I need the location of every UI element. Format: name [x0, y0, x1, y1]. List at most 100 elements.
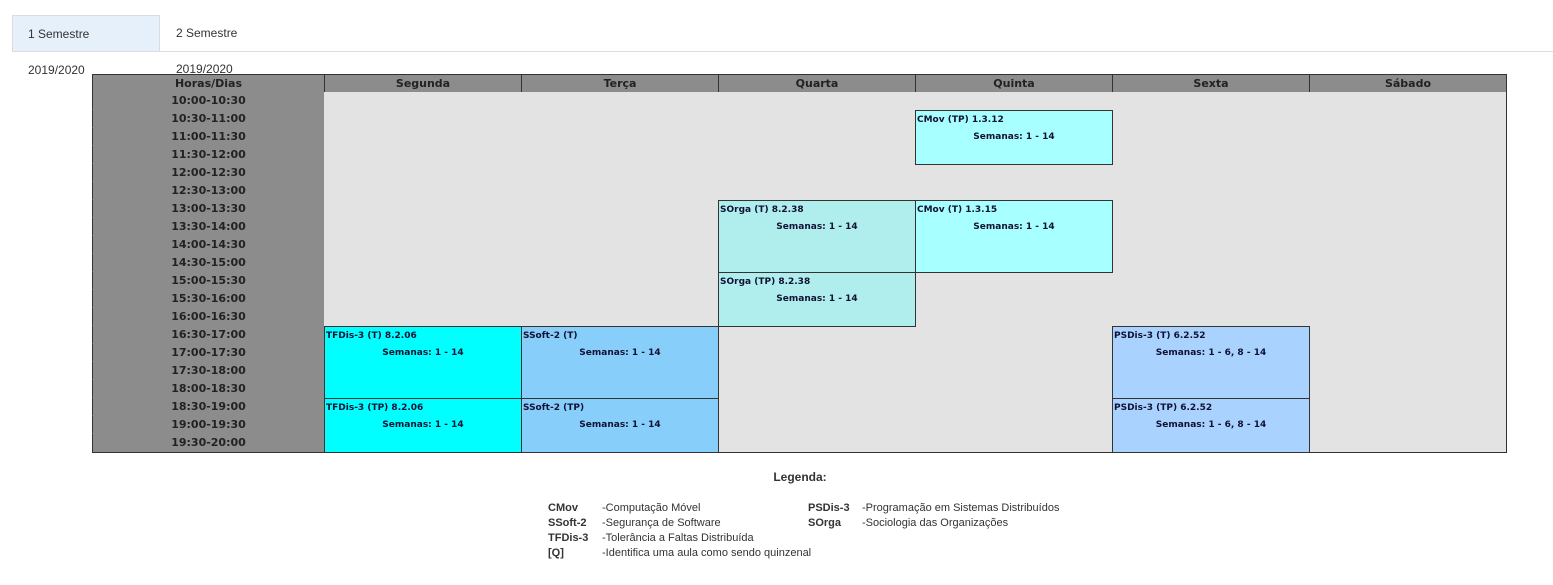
empty-slot[interactable] — [718, 146, 916, 165]
empty-slot[interactable] — [521, 182, 719, 201]
empty-slot[interactable] — [718, 128, 916, 147]
empty-slot[interactable] — [324, 182, 522, 201]
empty-slot[interactable] — [521, 218, 719, 237]
empty-slot[interactable] — [324, 290, 522, 309]
empty-slot[interactable] — [1112, 110, 1310, 129]
empty-slot[interactable] — [915, 380, 1113, 399]
class-block[interactable]: SSoft-2 (T)Semanas: 1 - 14 — [521, 326, 719, 399]
empty-slot[interactable] — [521, 236, 719, 255]
empty-slot[interactable] — [915, 92, 1113, 111]
tab-semester-2[interactable]: 2 Semestre 2019/2020 — [176, 26, 238, 76]
empty-slot[interactable] — [324, 128, 522, 147]
class-block[interactable]: SSoft-2 (TP)Semanas: 1 - 14 — [521, 398, 719, 453]
empty-slot[interactable] — [1309, 362, 1507, 381]
empty-slot[interactable] — [915, 344, 1113, 363]
empty-slot[interactable] — [521, 110, 719, 129]
empty-slot[interactable] — [718, 110, 916, 129]
class-weeks: Semanas: 1 - 14 — [382, 420, 464, 430]
empty-slot[interactable] — [1112, 254, 1310, 273]
empty-slot[interactable] — [1309, 236, 1507, 255]
empty-slot[interactable] — [1309, 128, 1507, 147]
empty-slot[interactable] — [1309, 110, 1507, 129]
empty-slot[interactable] — [915, 308, 1113, 327]
empty-slot[interactable] — [718, 362, 916, 381]
tab-semester-1[interactable]: 1 Semestre 2019/2020 — [12, 15, 160, 77]
empty-slot[interactable] — [521, 146, 719, 165]
empty-slot[interactable] — [1309, 254, 1507, 273]
class-title: CMov (T) 1.3.15 — [917, 205, 998, 215]
empty-slot[interactable] — [915, 416, 1113, 435]
empty-slot[interactable] — [521, 92, 719, 111]
empty-slot[interactable] — [1112, 218, 1310, 237]
empty-slot[interactable] — [324, 200, 522, 219]
empty-slot[interactable] — [1309, 308, 1507, 327]
empty-slot[interactable] — [718, 92, 916, 111]
empty-slot[interactable] — [718, 326, 916, 345]
empty-slot[interactable] — [1309, 290, 1507, 309]
empty-slot[interactable] — [1309, 218, 1507, 237]
empty-slot[interactable] — [1309, 272, 1507, 291]
empty-slot[interactable] — [521, 254, 719, 273]
empty-slot[interactable] — [521, 200, 719, 219]
empty-slot[interactable] — [718, 164, 916, 183]
empty-slot[interactable] — [521, 308, 719, 327]
empty-slot[interactable] — [1112, 272, 1310, 291]
empty-slot[interactable] — [324, 92, 522, 111]
empty-slot[interactable] — [1112, 128, 1310, 147]
empty-slot[interactable] — [718, 182, 916, 201]
empty-slot[interactable] — [1309, 416, 1507, 435]
empty-slot[interactable] — [1309, 398, 1507, 417]
hour-label: 14:00-14:30 — [92, 236, 325, 254]
empty-slot[interactable] — [1309, 344, 1507, 363]
empty-slot[interactable] — [324, 110, 522, 129]
empty-slot[interactable] — [915, 434, 1113, 453]
empty-slot[interactable] — [324, 254, 522, 273]
empty-slot[interactable] — [718, 416, 916, 435]
empty-slot[interactable] — [1112, 146, 1310, 165]
empty-slot[interactable] — [915, 290, 1113, 309]
empty-slot[interactable] — [718, 344, 916, 363]
empty-slot[interactable] — [915, 164, 1113, 183]
empty-slot[interactable] — [1309, 380, 1507, 399]
empty-slot[interactable] — [915, 398, 1113, 417]
empty-slot[interactable] — [1309, 164, 1507, 183]
empty-slot[interactable] — [1112, 200, 1310, 219]
empty-slot[interactable] — [324, 164, 522, 183]
empty-slot[interactable] — [718, 398, 916, 417]
empty-slot[interactable] — [521, 128, 719, 147]
empty-slot[interactable] — [915, 182, 1113, 201]
empty-slot[interactable] — [1309, 200, 1507, 219]
empty-slot[interactable] — [1309, 182, 1507, 201]
empty-slot[interactable] — [1112, 308, 1310, 327]
empty-slot[interactable] — [521, 272, 719, 291]
empty-slot[interactable] — [1309, 146, 1507, 165]
empty-slot[interactable] — [1112, 290, 1310, 309]
empty-slot[interactable] — [324, 146, 522, 165]
empty-slot[interactable] — [324, 308, 522, 327]
empty-slot[interactable] — [1112, 92, 1310, 111]
empty-slot[interactable] — [718, 434, 916, 453]
empty-slot[interactable] — [324, 236, 522, 255]
empty-slot[interactable] — [1309, 92, 1507, 111]
empty-slot[interactable] — [521, 164, 719, 183]
empty-slot[interactable] — [1112, 236, 1310, 255]
empty-slot[interactable] — [324, 218, 522, 237]
empty-slot[interactable] — [1309, 434, 1507, 453]
empty-slot[interactable] — [1309, 326, 1507, 345]
empty-slot[interactable] — [718, 380, 916, 399]
empty-slot[interactable] — [915, 326, 1113, 345]
empty-slot[interactable] — [521, 290, 719, 309]
empty-slot[interactable] — [915, 272, 1113, 291]
empty-slot[interactable] — [1112, 164, 1310, 183]
empty-slot[interactable] — [1112, 182, 1310, 201]
empty-slot[interactable] — [324, 272, 522, 291]
empty-slot[interactable] — [915, 362, 1113, 381]
